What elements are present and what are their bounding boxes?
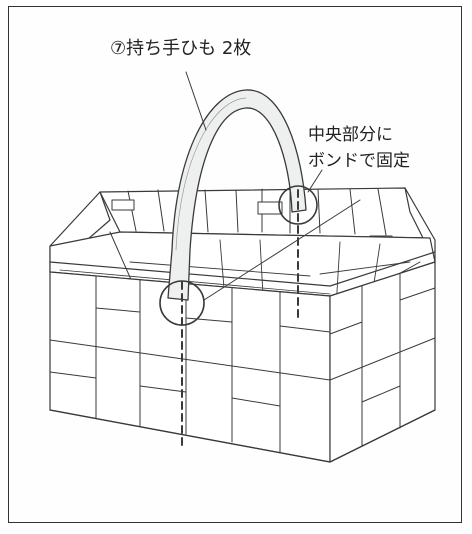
basket-front-wall: [49, 271, 331, 463]
basket-front-weave: [49, 275, 331, 453]
basket-base: [49, 409, 436, 463]
basket-right-weave: [329, 273, 436, 447]
glue-leader-line-back: [307, 169, 323, 193]
handle-leader-line: [185, 71, 207, 131]
handle-strap-label: ⑦持ち手ひも 2枚: [110, 38, 252, 59]
glue-label-line2: ボンドで固定: [308, 151, 410, 171]
basket-right-side: [329, 261, 436, 463]
glue-circle-back: [278, 185, 318, 225]
glue-label-line1: 中央部分に: [308, 125, 393, 145]
handle-strap: [167, 89, 307, 301]
glue-instruction-label: 中央部分に ボンドで固定: [308, 122, 410, 174]
glue-leader-line-front: [203, 199, 361, 301]
